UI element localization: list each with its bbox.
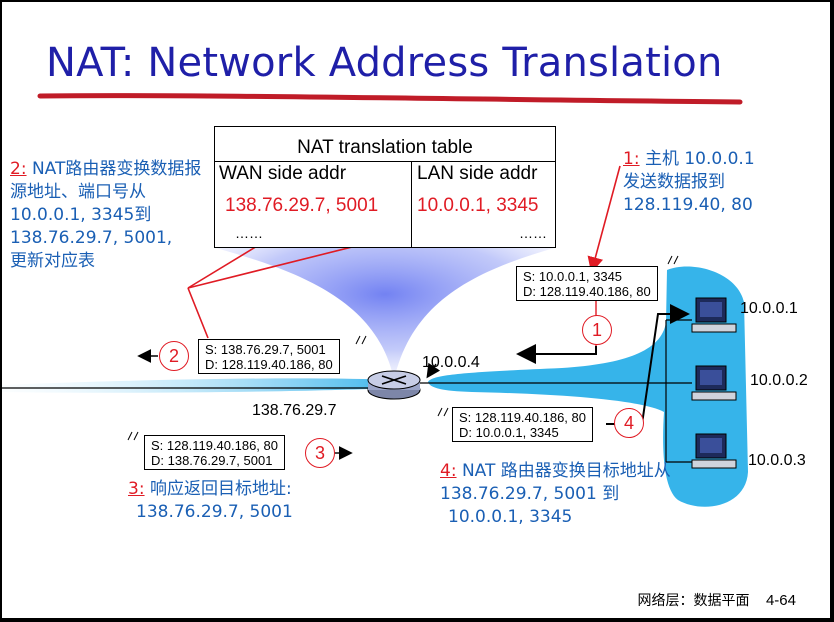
wan-value: 138.76.29.7, 5001 bbox=[225, 195, 379, 216]
router-icon bbox=[367, 370, 421, 400]
host3-address: 10.0.0.3 bbox=[748, 452, 806, 469]
packet-4-source: S: 128.119.40.186, 80 bbox=[459, 410, 586, 425]
packet-1-source: S: 10.0.0.1, 3345 bbox=[523, 269, 623, 284]
step4-line1: NAT 路由器变换目标地址从 bbox=[456, 461, 671, 481]
step2-num: 2: bbox=[10, 159, 27, 179]
step1-line2: 发送数据报到 bbox=[623, 172, 725, 192]
page-number: 4-64 bbox=[765, 592, 796, 609]
host-computer-icon-2 bbox=[691, 365, 737, 401]
router-lan-address: 10.0.0.4 bbox=[422, 354, 480, 371]
lan-value: 10.0.0.1, 3345 bbox=[417, 195, 539, 216]
wan-header: WAN side addr bbox=[219, 163, 347, 184]
step-marker-2: 2 bbox=[159, 341, 189, 371]
step2-line4: 138.76.29.7, 5001, bbox=[10, 228, 173, 248]
packet-4-dest: D: 10.0.0.1, 3345 bbox=[459, 425, 559, 440]
step2-line3: 10.0.0.1, 3345到 bbox=[10, 205, 152, 225]
step1-note: 1: 主机 10.0.0.1 发送数据报到 128.119.40, 80 bbox=[623, 148, 755, 217]
host-computer-icon-3 bbox=[691, 433, 737, 469]
packet-1-dest: D: 128.119.40.186, 80 bbox=[523, 284, 651, 299]
step-marker-4: 4 bbox=[614, 408, 644, 438]
table-dots-left: …… bbox=[235, 225, 263, 241]
packet-4: S: 128.119.40.186, 80 D: 10.0.0.1, 3345 bbox=[452, 407, 593, 442]
packet-2-source: S: 138.76.29.7, 5001 bbox=[205, 342, 326, 357]
packet-1: S: 10.0.0.1, 3345 D: 128.119.40.186, 80 bbox=[516, 266, 658, 301]
router-wan-address: 138.76.29.7 bbox=[252, 402, 337, 419]
host-computer-icon-1 bbox=[691, 297, 737, 333]
wan-glow bbox=[2, 378, 394, 393]
title-underline bbox=[37, 93, 743, 105]
step1-line1: 主机 10.0.0.1 bbox=[639, 149, 755, 169]
step1-line3: 128.119.40, 80 bbox=[623, 195, 753, 215]
lan-header: LAN side addr bbox=[417, 163, 538, 184]
nat-translation-table: NAT translation table WAN side addr LAN … bbox=[214, 126, 556, 248]
step3-line1: 响应返回目标地址: bbox=[144, 479, 292, 499]
host2-address: 10.0.0.2 bbox=[750, 372, 808, 389]
packet-3-dest: D: 138.76.29.7, 5001 bbox=[151, 453, 273, 468]
step-marker-3: 3 bbox=[305, 438, 335, 468]
packet-2-dest: D: 128.119.40.186, 80 bbox=[205, 357, 333, 372]
step4-note: 4: NAT 路由器变换目标地址从 138.76.29.7, 5001 到 10… bbox=[440, 460, 671, 529]
step2-line2: 源地址、端口号从 bbox=[10, 182, 146, 202]
step4-line2: 138.76.29.7, 5001 到 bbox=[440, 484, 620, 504]
step-marker-1: 1 bbox=[582, 315, 612, 345]
packet-3-source: S: 128.119.40.186, 80 bbox=[151, 438, 278, 453]
packet-3: S: 128.119.40.186, 80 D: 138.76.29.7, 50… bbox=[144, 435, 285, 470]
step3-line2: 138.76.29.7, 5001 bbox=[136, 502, 293, 522]
table-funnel bbox=[216, 248, 554, 380]
table-dots-right: …… bbox=[519, 225, 547, 241]
step3-note: 3: 响应返回目标地址: 138.76.29.7, 5001 bbox=[128, 478, 293, 524]
table-title: NAT translation table bbox=[297, 137, 473, 158]
footer-text: 网络层：数据平面 bbox=[637, 593, 750, 609]
host1-address: 10.0.0.1 bbox=[740, 300, 798, 317]
footer: 网络层：数据平面 4-64 bbox=[638, 590, 796, 610]
step2-line1: NAT路由器变换数据报 bbox=[26, 159, 202, 179]
lan-blob bbox=[428, 266, 748, 507]
page-title: NAT: Network Address Translation bbox=[46, 40, 723, 86]
step4-line3: 10.0.0.1, 3345 bbox=[448, 507, 573, 527]
step3-num: 3: bbox=[128, 479, 145, 499]
step4-num: 4: bbox=[440, 461, 457, 481]
step2-note: 2: NAT路由器变换数据报 源地址、端口号从 10.0.0.1, 3345到 … bbox=[10, 158, 201, 273]
packet-2: S: 138.76.29.7, 5001 D: 128.119.40.186, … bbox=[198, 339, 340, 374]
step1-num: 1: bbox=[623, 149, 640, 169]
step2-line5: 更新对应表 bbox=[10, 251, 95, 271]
